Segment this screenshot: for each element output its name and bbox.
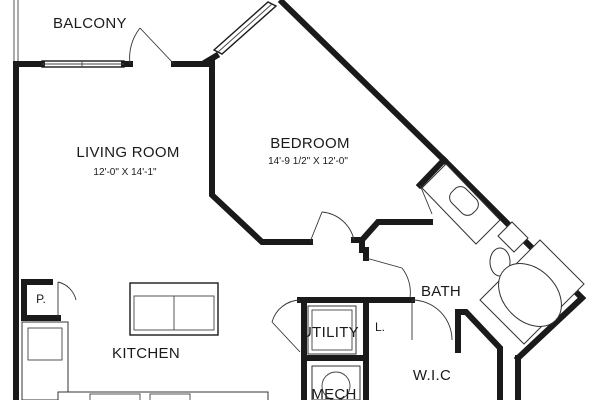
living-room-dimensions: 12'-0" X 14'-1" [93,167,157,178]
kitchen-counters [21,321,269,400]
interior-walls [21,155,503,400]
mech-unit [311,365,361,400]
pantry-door [57,281,77,318]
balcony-door [129,27,175,65]
bedroom-door [309,211,355,243]
exterior-walls [13,0,587,400]
mech-label: MECH [311,386,356,400]
linen-label: L. [375,320,385,334]
bedroom-dimensions: 14'-9 1/2" X 12'-0" [268,156,348,167]
utility-label: UTILITY [301,324,359,341]
utility-door [271,299,301,353]
utility-appliance [307,305,357,355]
kitchen-label: KITCHEN [112,345,180,362]
kitchen-island [129,282,219,336]
wic-door [411,299,453,341]
wic-label: W.I.C [413,367,451,384]
bedroom-window [212,1,278,55]
living-room-label: LIVING ROOM [76,144,179,161]
bedroom-label: BEDROOM [270,135,350,152]
balcony-label: BALCONY [53,15,127,32]
bath-label: BATH [421,283,461,300]
bath-door [365,184,433,299]
balcony-area [13,0,19,62]
pantry-label: P. [36,292,46,306]
living-window [41,60,125,68]
bath-fixtures [421,163,585,345]
